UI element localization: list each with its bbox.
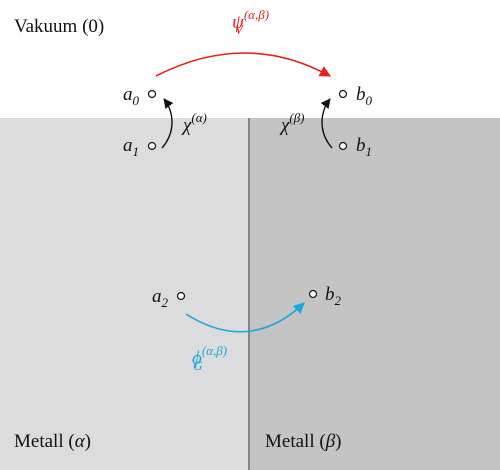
chi-alpha-arrow (161, 98, 174, 149)
point-label-a2: a2 (152, 286, 169, 310)
chi-beta-arrow (320, 98, 333, 149)
point-label-b2: b2 (325, 284, 342, 308)
metal-alpha-symbol: α (75, 431, 86, 452)
metal-alpha-region (0, 118, 249, 470)
metal-alpha-close: ) (85, 431, 91, 452)
point-label-b1: b1 (356, 135, 372, 159)
point-b0 (338, 89, 348, 99)
psi-v-label: ψ(α,β)V (232, 7, 269, 37)
phi-g-label: ϕ(α,β)G (192, 343, 227, 373)
point-label-a1: a1 (123, 135, 139, 159)
point-b2 (308, 289, 318, 299)
point-b1 (338, 141, 348, 151)
metal-alpha-label: Metall (α) (14, 431, 91, 452)
psi-v-arrow (155, 52, 331, 77)
metal-beta-close: ) (335, 431, 341, 452)
vacuum-label: Vakuum (0) (14, 16, 104, 37)
metal-beta-label: Metall (β) (265, 431, 341, 452)
metal-beta-label-text: Metall ( (265, 431, 326, 452)
point-label-b0: b0 (356, 84, 373, 108)
point-label-a0: a0 (123, 84, 140, 108)
vacuum-region (0, 0, 500, 118)
point-a2 (176, 291, 186, 301)
chi-beta-label: χ(β) (279, 110, 305, 136)
phi-g-arrow (185, 302, 305, 333)
point-a0 (147, 89, 157, 99)
metal-alpha-label-text: Metall ( (14, 431, 75, 452)
chi-alpha-label: χ(α) (181, 110, 207, 136)
metal-beta-region (249, 118, 500, 470)
metal-beta-symbol: β (325, 431, 336, 452)
point-a1 (147, 141, 157, 151)
